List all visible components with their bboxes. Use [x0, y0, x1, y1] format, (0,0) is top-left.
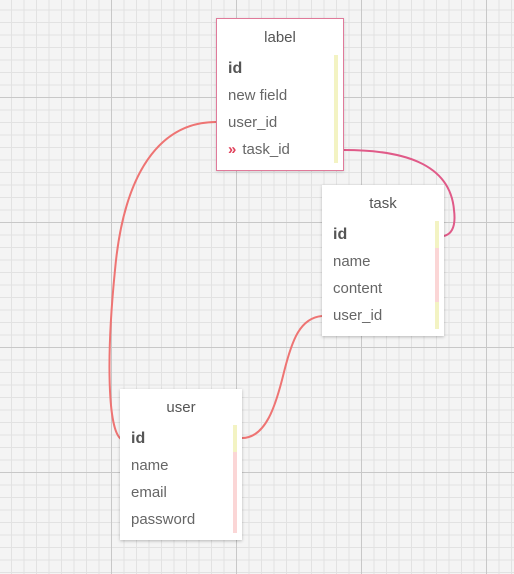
table-title-user[interactable]: user [166, 399, 196, 416]
field-type-bar [233, 452, 237, 479]
table-title-label[interactable]: label [264, 29, 296, 46]
field-user-password[interactable]: password [120, 506, 242, 533]
field-label-id[interactable]: id [217, 55, 343, 82]
table-label[interactable]: label id new field user_id » task_id [216, 18, 344, 171]
field-type-bar [435, 221, 439, 248]
field-label-task-id[interactable]: » task_id [217, 136, 343, 163]
field-type-bar [334, 136, 338, 163]
field-name: name [131, 457, 169, 474]
field-type-bar [334, 109, 338, 136]
field-task-user-id[interactable]: user_id [322, 302, 444, 329]
field-type-bar [233, 425, 237, 452]
field-type-bar [334, 55, 338, 82]
field-user-id[interactable]: id [120, 425, 242, 452]
field-user-name[interactable]: name [120, 452, 242, 479]
field-name: id [228, 60, 243, 77]
field-task-id[interactable]: id [322, 221, 444, 248]
field-name: user_id [228, 114, 278, 131]
field-name: email [131, 484, 167, 501]
field-type-bar [435, 302, 439, 329]
field-type-bar [435, 248, 439, 275]
field-name: user_id [333, 307, 383, 324]
field-task-name[interactable]: name [322, 248, 444, 275]
foreign-key-arrow-icon: » [228, 141, 237, 158]
field-name: content [333, 280, 383, 297]
field-name: task_id [242, 141, 290, 158]
field-name: name [333, 253, 371, 270]
field-label-user-id[interactable]: user_id [217, 109, 343, 136]
field-task-content[interactable]: content [322, 275, 444, 302]
field-name: new field [228, 87, 288, 104]
field-type-bar [233, 506, 237, 533]
table-title-task[interactable]: task [369, 195, 397, 212]
field-name: password [131, 511, 196, 528]
field-name: id [131, 430, 146, 447]
field-type-bar [233, 479, 237, 506]
table-task[interactable]: task id name content user_id [322, 185, 444, 336]
field-type-bar [334, 82, 338, 109]
field-type-bar [435, 275, 439, 302]
field-name: id [333, 226, 348, 243]
field-user-email[interactable]: email [120, 479, 242, 506]
table-user[interactable]: user id name email password [120, 389, 242, 540]
relation-line-task-user[interactable] [241, 315, 323, 439]
field-label-new-field[interactable]: new field [217, 82, 343, 109]
